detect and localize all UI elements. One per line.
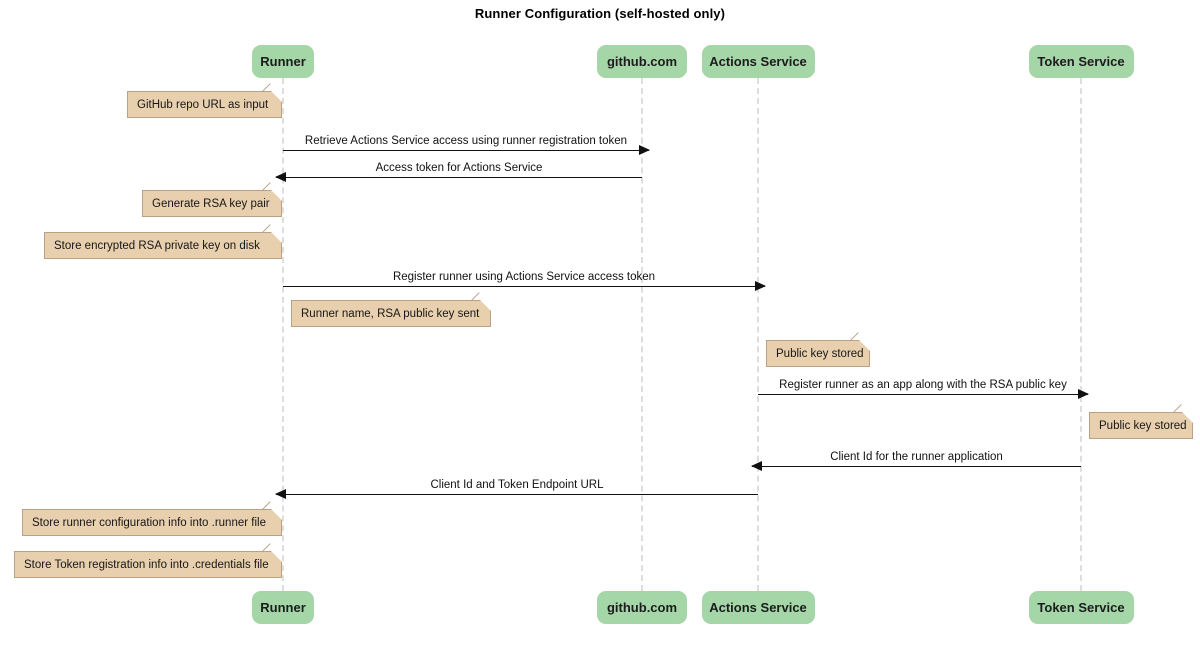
note-note-store-runner-file: Store runner configuration info into .ru…	[22, 501, 282, 536]
note-folded-corner-icon	[271, 232, 282, 243]
message-label: Retrieve Actions Service access using ru…	[304, 135, 628, 147]
note-text: Generate RSA key pair	[152, 197, 270, 210]
message-label: Register runner using Actions Service ac…	[392, 271, 656, 283]
lifeline-github	[641, 78, 643, 591]
arrowhead-icon	[755, 281, 766, 291]
participant-label: github.com	[606, 54, 678, 69]
note-text: Store encrypted RSA private key on disk	[54, 239, 260, 252]
note-note-public-key-actions: Public key stored	[766, 332, 870, 367]
note-folded-corner-icon	[480, 300, 491, 311]
arrowhead-icon	[751, 461, 762, 471]
arrowhead-icon	[275, 172, 286, 182]
arrowhead-icon	[1078, 389, 1089, 399]
participant-label: Actions Service	[709, 600, 807, 615]
message-msg-retrieve-access: Retrieve Actions Service access using ru…	[283, 135, 650, 155]
participant-label: Token Service	[1037, 54, 1125, 69]
participant-github-bottom[interactable]: github.com	[597, 591, 687, 624]
participant-actions-bottom[interactable]: Actions Service	[701, 591, 815, 624]
participant-actions-top[interactable]: Actions Service	[701, 45, 815, 78]
message-label: Register runner as an app along with the…	[779, 379, 1067, 391]
participant-runner-top[interactable]: Runner	[252, 45, 314, 78]
message-line	[283, 286, 765, 287]
note-folded-corner-icon	[271, 190, 282, 201]
lifeline-token	[1080, 78, 1082, 591]
participant-runner-bottom[interactable]: Runner	[252, 591, 314, 624]
note-text: Public key stored	[776, 347, 864, 360]
arrowhead-icon	[275, 489, 286, 499]
note-note-generate-rsa: Generate RSA key pair	[142, 182, 282, 217]
note-text: Runner name, RSA public key sent	[301, 307, 480, 320]
note-text: Store Token registration info into .cred…	[24, 558, 269, 571]
note-text: GitHub repo URL as input	[137, 98, 269, 111]
note-note-repo-url: GitHub repo URL as input	[127, 83, 282, 118]
page-title: Runner Configuration (self-hosted only)	[474, 6, 726, 21]
note-folded-corner-icon	[859, 340, 870, 351]
participant-label: Token Service	[1037, 600, 1125, 615]
message-line	[752, 466, 1081, 467]
lifeline-runner	[282, 78, 284, 591]
participant-token-top[interactable]: Token Service	[1028, 45, 1134, 78]
message-line	[283, 150, 649, 151]
note-folded-corner-icon	[271, 91, 282, 102]
participant-token-bottom[interactable]: Token Service	[1028, 591, 1134, 624]
message-msg-access-token: Access token for Actions Service	[275, 162, 642, 182]
participant-label: Actions Service	[709, 54, 807, 69]
message-msg-register-app: Register runner as an app along with the…	[758, 379, 1089, 399]
note-folded-corner-icon	[271, 551, 282, 562]
message-line	[276, 177, 642, 178]
lifeline-actions	[757, 78, 759, 591]
participant-label: Runner	[260, 54, 306, 69]
note-note-store-credentials-file: Store Token registration info into .cred…	[14, 543, 282, 578]
message-line	[758, 394, 1088, 395]
message-label: Client Id and Token Endpoint URL	[430, 479, 604, 491]
participant-label: github.com	[606, 600, 678, 615]
note-note-store-private-key: Store encrypted RSA private key on disk	[44, 224, 282, 259]
note-folded-corner-icon	[1182, 412, 1193, 423]
note-note-runner-name: Runner name, RSA public key sent	[291, 292, 491, 327]
arrowhead-icon	[639, 145, 650, 155]
note-folded-corner-icon	[271, 509, 282, 520]
message-label: Client Id for the runner application	[830, 451, 1003, 463]
participant-label: Runner	[260, 600, 306, 615]
message-line	[276, 494, 758, 495]
message-msg-register-runner: Register runner using Actions Service ac…	[283, 271, 766, 291]
participant-github-top[interactable]: github.com	[597, 45, 687, 78]
note-text: Public key stored	[1099, 419, 1187, 432]
message-msg-client-id-token-url: Client Id and Token Endpoint URL	[275, 479, 758, 499]
note-note-public-key-token: Public key stored	[1089, 404, 1193, 439]
message-msg-client-id: Client Id for the runner application	[751, 451, 1081, 471]
note-text: Store runner configuration info into .ru…	[32, 516, 266, 529]
message-label: Access token for Actions Service	[375, 162, 543, 174]
